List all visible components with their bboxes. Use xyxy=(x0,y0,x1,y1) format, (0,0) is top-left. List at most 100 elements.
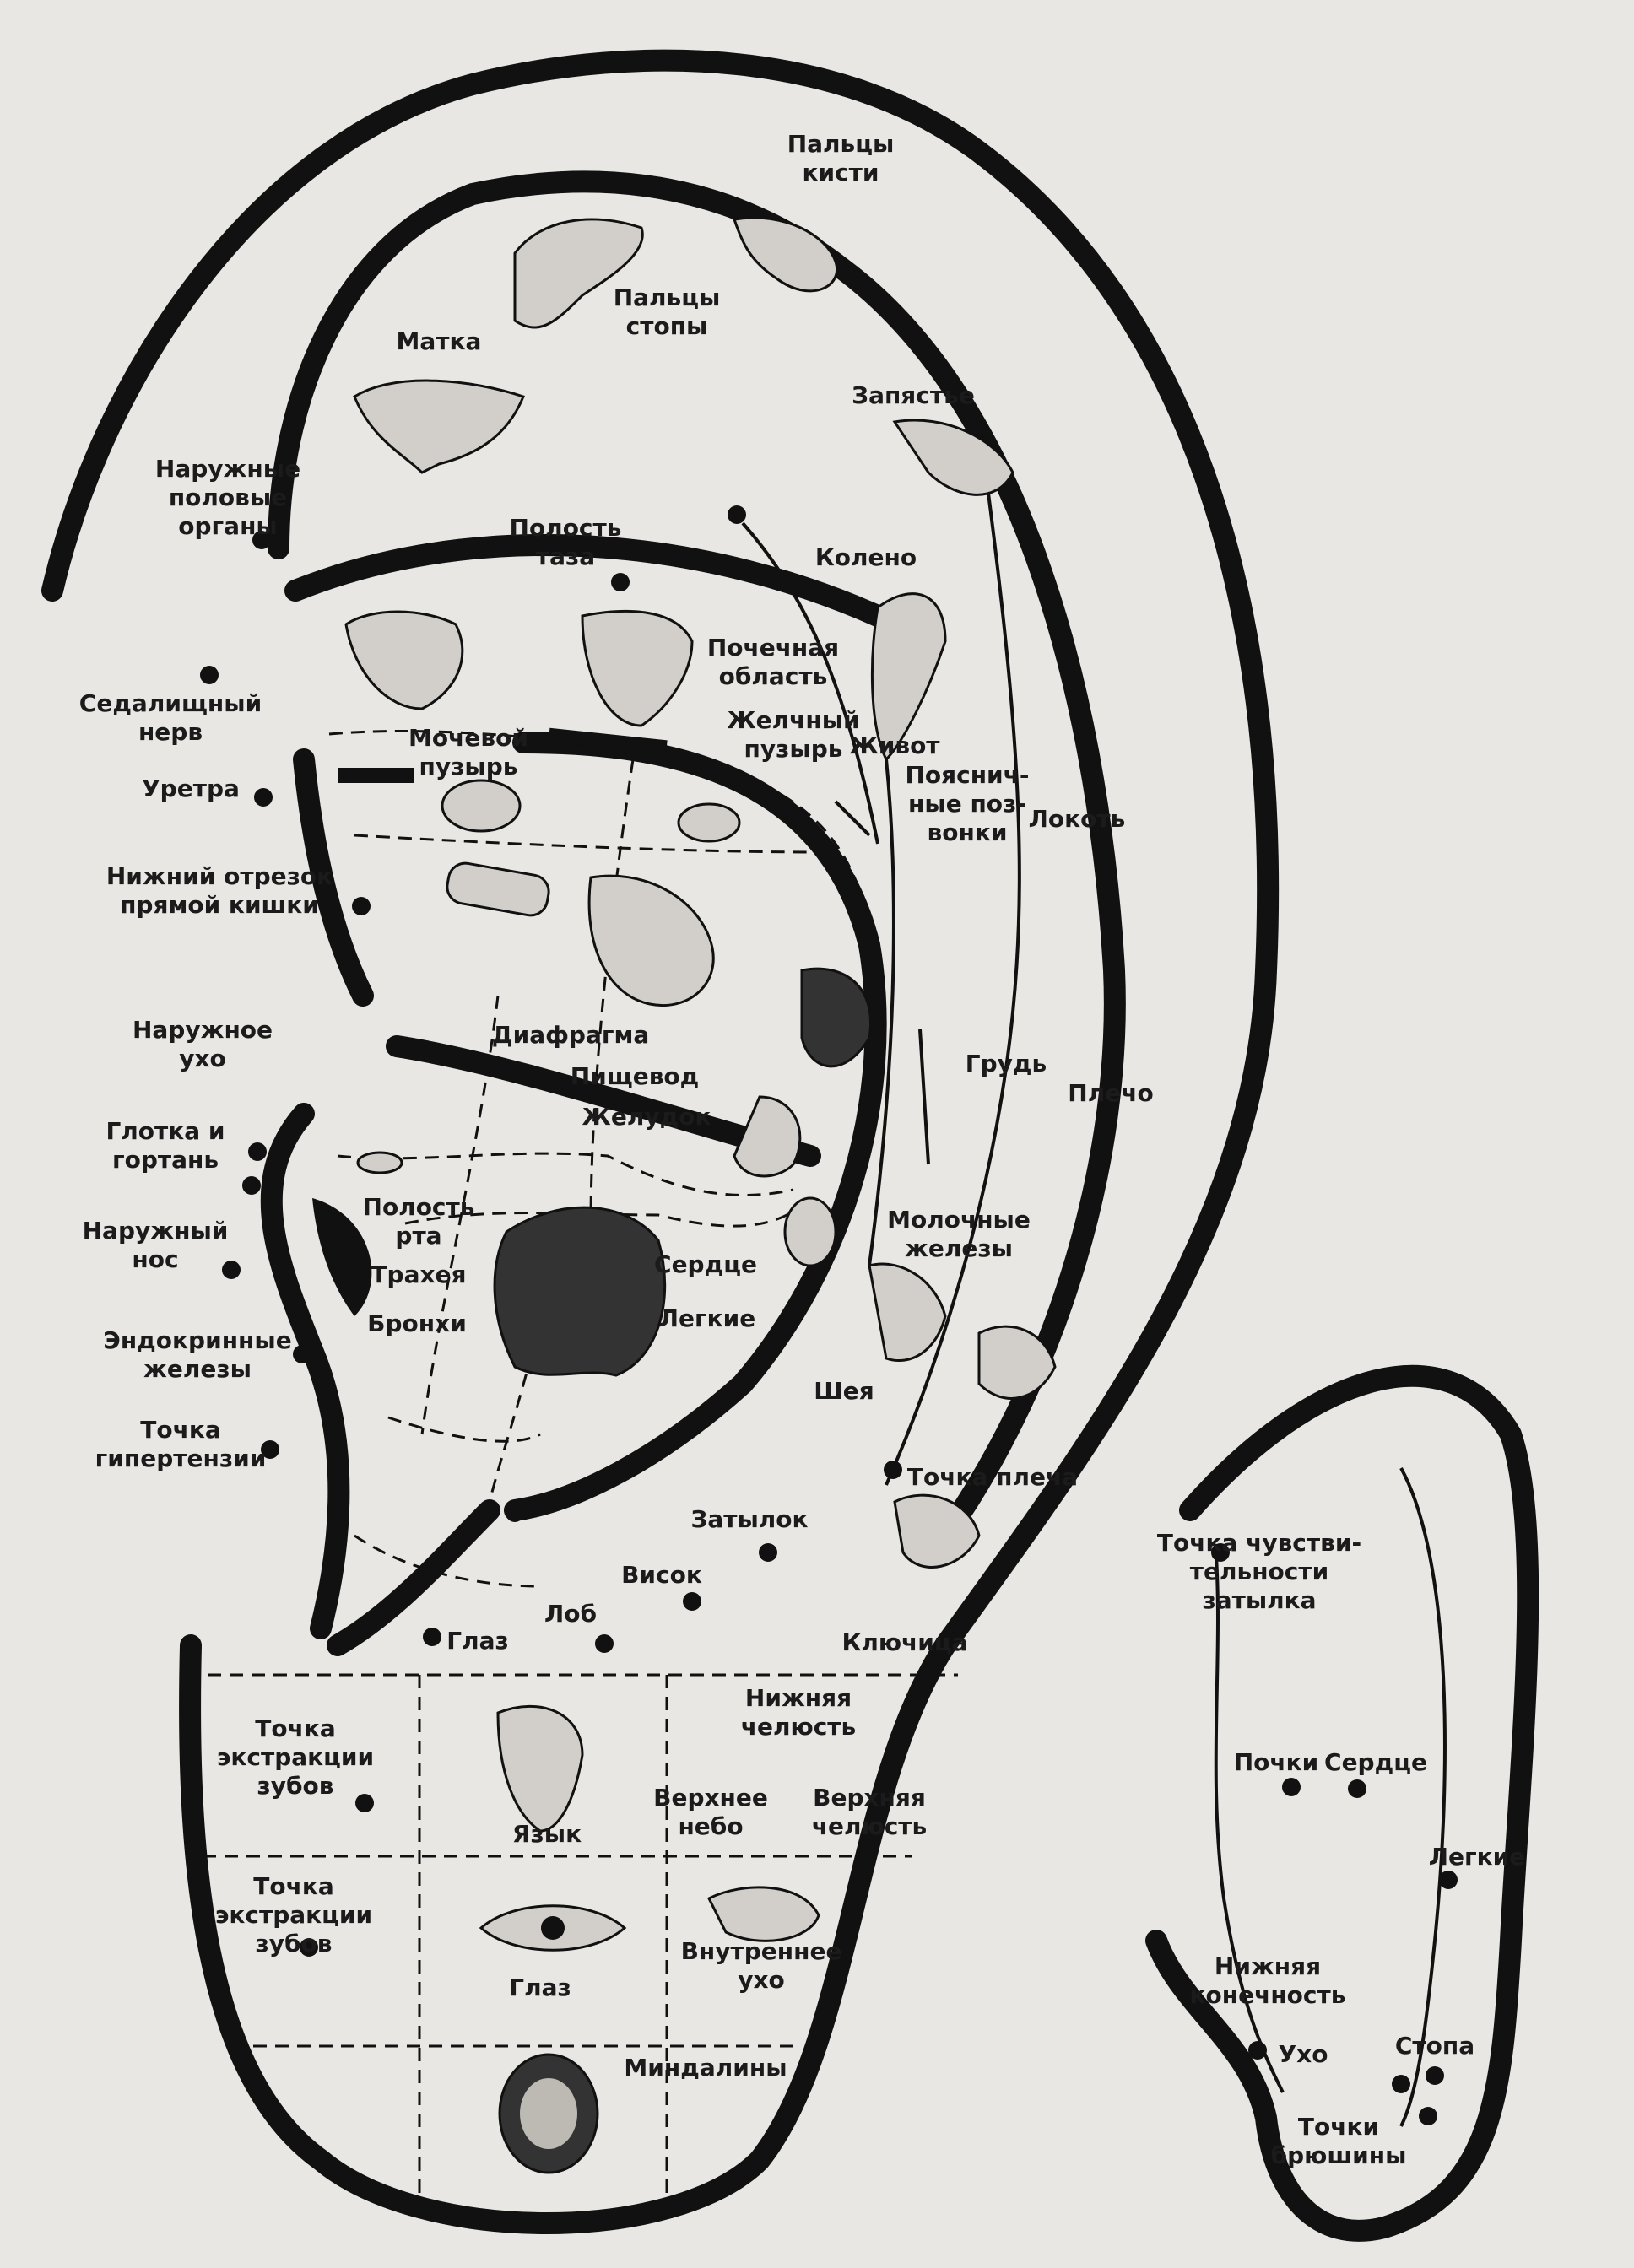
label-lumbar-vertebrae: Пояснич-ные поз-вонки xyxy=(905,761,1029,846)
point-pelvic-cavity-upper xyxy=(728,505,746,524)
heart-illustration xyxy=(783,1196,837,1267)
point-endocrine xyxy=(293,1345,311,1364)
point-urethra xyxy=(254,788,273,807)
point-back-lungs xyxy=(1439,1871,1458,1889)
point-pharynx-1 xyxy=(248,1142,267,1161)
tongue-illustration xyxy=(496,1704,584,1833)
label-uterus: Матка xyxy=(397,327,482,355)
label-knee: Колено xyxy=(815,543,917,571)
label-eye-upper: Глаз xyxy=(446,1627,509,1655)
point-external-nose xyxy=(222,1261,241,1279)
label-back-kidneys: Почки xyxy=(1234,1748,1319,1776)
label-bronchi: Бронхи xyxy=(367,1310,467,1337)
inner-ear-illustration xyxy=(706,1886,820,1942)
label-urethra: Уретра xyxy=(142,775,240,802)
head-illustration xyxy=(868,1262,947,1363)
label-lungs: Легкие xyxy=(659,1304,756,1332)
organ-illustrations xyxy=(344,216,1057,2174)
point-peritoneum xyxy=(1419,2107,1437,2125)
clavicle-illustration xyxy=(893,1493,981,1569)
label-tongue: Язык xyxy=(512,1820,582,1848)
knee-illustration xyxy=(870,592,947,762)
main-ear-outline xyxy=(41,49,1280,2234)
eye-pupil xyxy=(541,1916,565,1940)
hand-illustration xyxy=(733,216,838,293)
point-back-heart xyxy=(1348,1779,1366,1798)
point-lower-rectum xyxy=(352,897,371,915)
stomach-illustration xyxy=(733,1095,802,1178)
spine-segment-2 xyxy=(918,1029,930,1165)
label-back-heart: Сердце xyxy=(1324,1748,1427,1776)
label-shoulder-point: Точка плеча xyxy=(907,1463,1078,1491)
label-wrist: Запястье xyxy=(852,381,975,409)
point-pharynx-2 xyxy=(242,1176,261,1195)
point-eye-upper xyxy=(423,1628,441,1646)
shoulder-illustration xyxy=(977,1325,1057,1400)
point-shoulder xyxy=(884,1461,902,1479)
label-esophagus: Пищевод xyxy=(571,1062,700,1090)
label-diaphragm: Диафрагма xyxy=(492,1021,650,1049)
leg-illustration xyxy=(581,609,694,727)
point-forehead xyxy=(595,1634,614,1653)
point-back-kidneys xyxy=(1282,1778,1301,1796)
label-tonsils: Миндалины xyxy=(624,2054,787,2082)
label-foot: Стопа xyxy=(1395,2032,1474,2060)
foot-illustration xyxy=(513,218,644,329)
point-temple xyxy=(683,1592,701,1611)
spine-segment-1 xyxy=(834,800,871,837)
uterus-illustration xyxy=(353,379,525,474)
point-back-foot-2 xyxy=(1426,2066,1444,2085)
point-occiput-sensitivity xyxy=(1211,1543,1230,1562)
label-neck: Шея xyxy=(814,1377,874,1405)
black-bar-2 xyxy=(548,727,668,756)
point-back-ear xyxy=(1248,2041,1267,2060)
point-hypertension xyxy=(261,1440,279,1459)
label-trachea: Трахея xyxy=(371,1261,466,1288)
label-eye: Глаз xyxy=(509,1974,571,2001)
pelvis-illustration xyxy=(344,610,464,710)
intestine-illustration xyxy=(587,874,715,1007)
point-sciatic-nerve xyxy=(200,666,219,684)
label-abdomen: Живот xyxy=(849,732,940,759)
point-trachea-lower xyxy=(506,1504,524,1522)
label-occiput: Затылок xyxy=(690,1505,808,1533)
division-lines xyxy=(328,421,1021,1588)
lobe-grid xyxy=(186,1673,958,2211)
acupoints xyxy=(200,505,1458,2125)
notch-shape xyxy=(312,1198,372,1316)
mouth-inner xyxy=(520,2078,577,2149)
label-back-lungs: Легкие xyxy=(1429,1843,1526,1871)
label-stomach: Желудок xyxy=(582,1103,711,1131)
wrist-illustration xyxy=(892,418,1014,496)
label-temple: Висок xyxy=(621,1561,702,1589)
point-back-foot-1 xyxy=(1392,2075,1410,2093)
label-heart: Сердце xyxy=(654,1250,757,1278)
